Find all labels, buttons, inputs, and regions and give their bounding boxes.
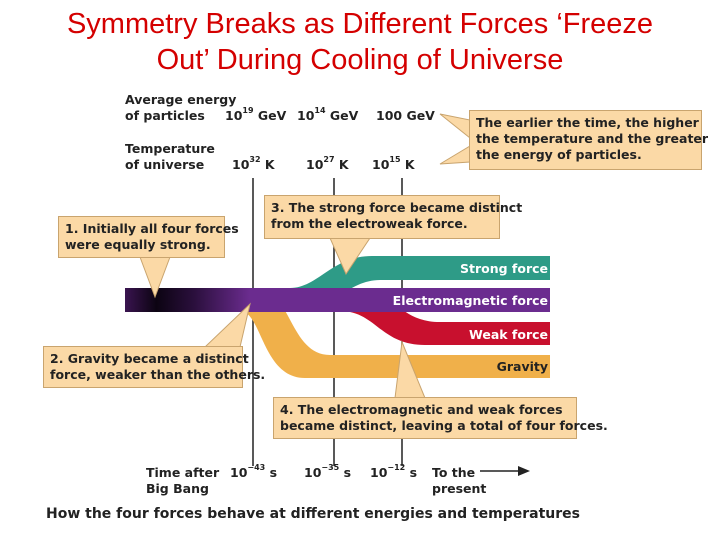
electromagnetic-force-label: Electromagnetic force	[392, 293, 548, 308]
slide-title: Symmetry Breaks as Different Forces ‘Fre…	[0, 6, 720, 78]
energy-value-3: 100 GeV	[376, 108, 435, 123]
energy-axis-label: Average energy of particles	[125, 92, 237, 123]
temperature-value-1: 1032 K	[232, 155, 275, 173]
title-line-2: Out’ During Cooling of Universe	[156, 44, 564, 76]
callout-em-weak-distinct: 4. The electromagnetic and weak forces b…	[273, 397, 608, 439]
callout-initially-equal: 1. Initially all four forces were equall…	[58, 216, 239, 258]
callout-strong-distinct: 3. The strong force became distinct from…	[264, 195, 522, 239]
title-line-1: Symmetry Breaks as Different Forces ‘Fre…	[66, 8, 654, 40]
unified-force-band	[125, 288, 340, 312]
time-value-1: 10−43 s	[230, 463, 278, 481]
strong-force-label: Strong force	[459, 261, 548, 276]
strong-force-band	[290, 256, 550, 311]
callout-5-pointer-top	[439, 113, 471, 140]
weak-force-label: Weak force	[469, 327, 548, 342]
callout-gravity-distinct: 2. Gravity became a distinct force, weak…	[43, 346, 265, 388]
callout-5-pointer-bottom	[439, 145, 471, 165]
present-arrow-head	[518, 466, 530, 476]
gravity-label: Gravity	[496, 359, 548, 374]
present-label: To the present	[432, 465, 487, 496]
temperature-axis-label: Temperature of universe	[125, 141, 215, 172]
temperature-value-3: 1015 K	[372, 155, 415, 173]
callout-earlier-time: The earlier the time, the higher the tem…	[469, 110, 708, 170]
time-axis-label: Time after Big Bang	[146, 465, 220, 496]
temperature-value-2: 1027 K	[306, 155, 349, 173]
gravity-band	[240, 288, 550, 378]
energy-value-1: 1019 GeV	[225, 106, 287, 124]
time-value-2: 10−35 s	[304, 463, 352, 481]
time-value-3: 10−12 s	[370, 463, 418, 481]
figure-caption: How the four forces behave at different …	[46, 506, 580, 522]
electromagnetic-force-band	[330, 288, 550, 312]
energy-value-2: 1014 GeV	[297, 106, 359, 124]
